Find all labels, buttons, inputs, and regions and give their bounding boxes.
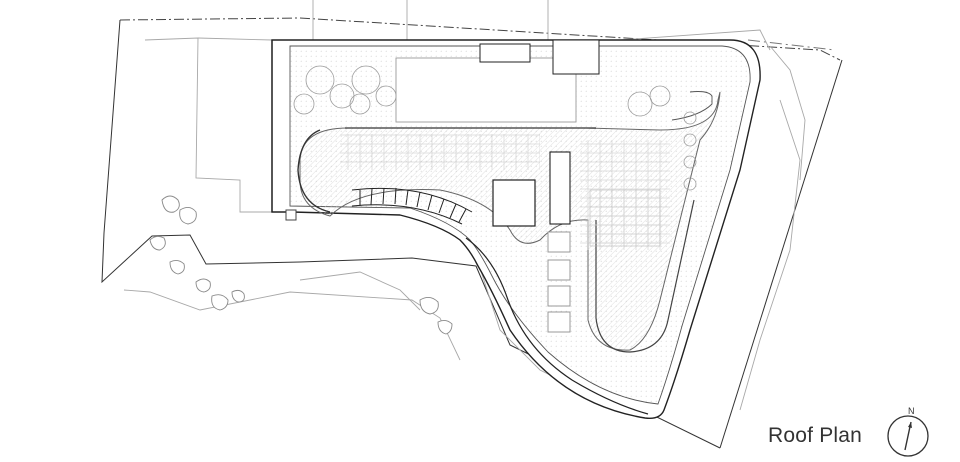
context-lines (123, 0, 806, 411)
north-label: N (908, 406, 915, 416)
property-boundary (101, 17, 843, 449)
planting-masses (293, 65, 697, 191)
drawing-title: Roof Plan (768, 424, 863, 447)
parapet (271, 40, 649, 415)
north-arrow-icon (887, 415, 929, 457)
rooftop-structures (285, 39, 600, 333)
curved-stair (351, 187, 473, 225)
